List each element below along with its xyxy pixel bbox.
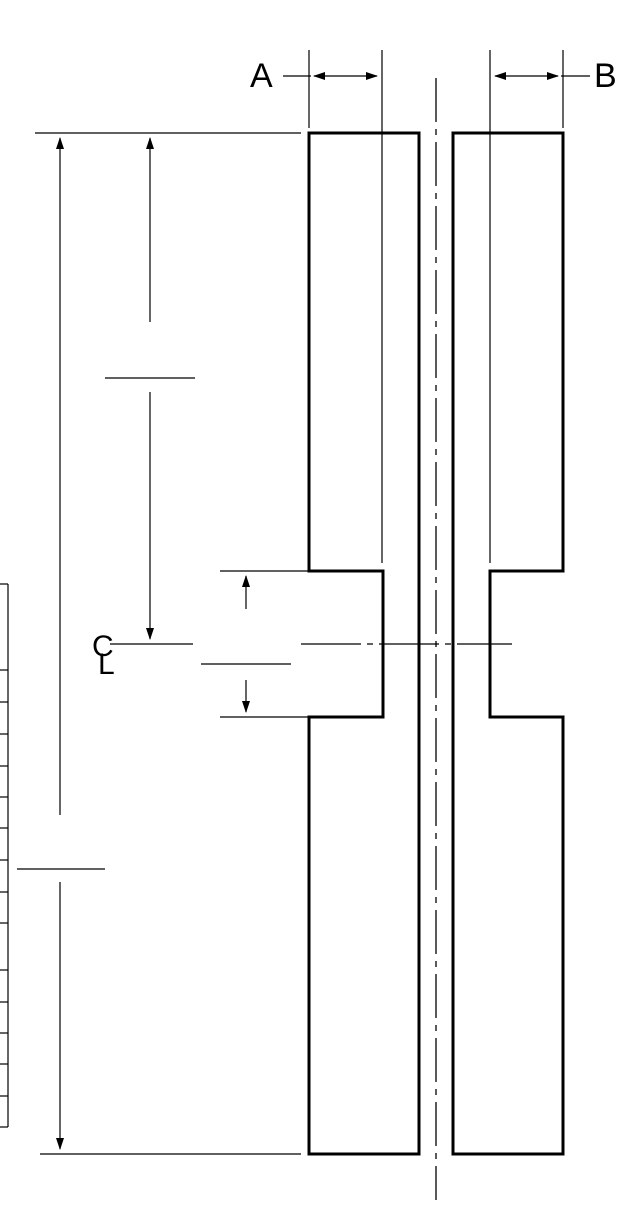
overall-length-dimension [17,137,105,1150]
label-a: A [250,57,273,95]
centerline-symbol-c: C [92,630,114,663]
right-specimen-outline [451,131,565,1156]
neck-length-dimension [201,575,291,713]
half-length-dimension [105,137,195,640]
partial-table [0,583,9,1128]
label-b: B [594,57,617,95]
centerline-symbol-l: L [98,648,115,681]
extension-lines [35,50,564,1155]
centerline-icon: C L [92,630,115,681]
